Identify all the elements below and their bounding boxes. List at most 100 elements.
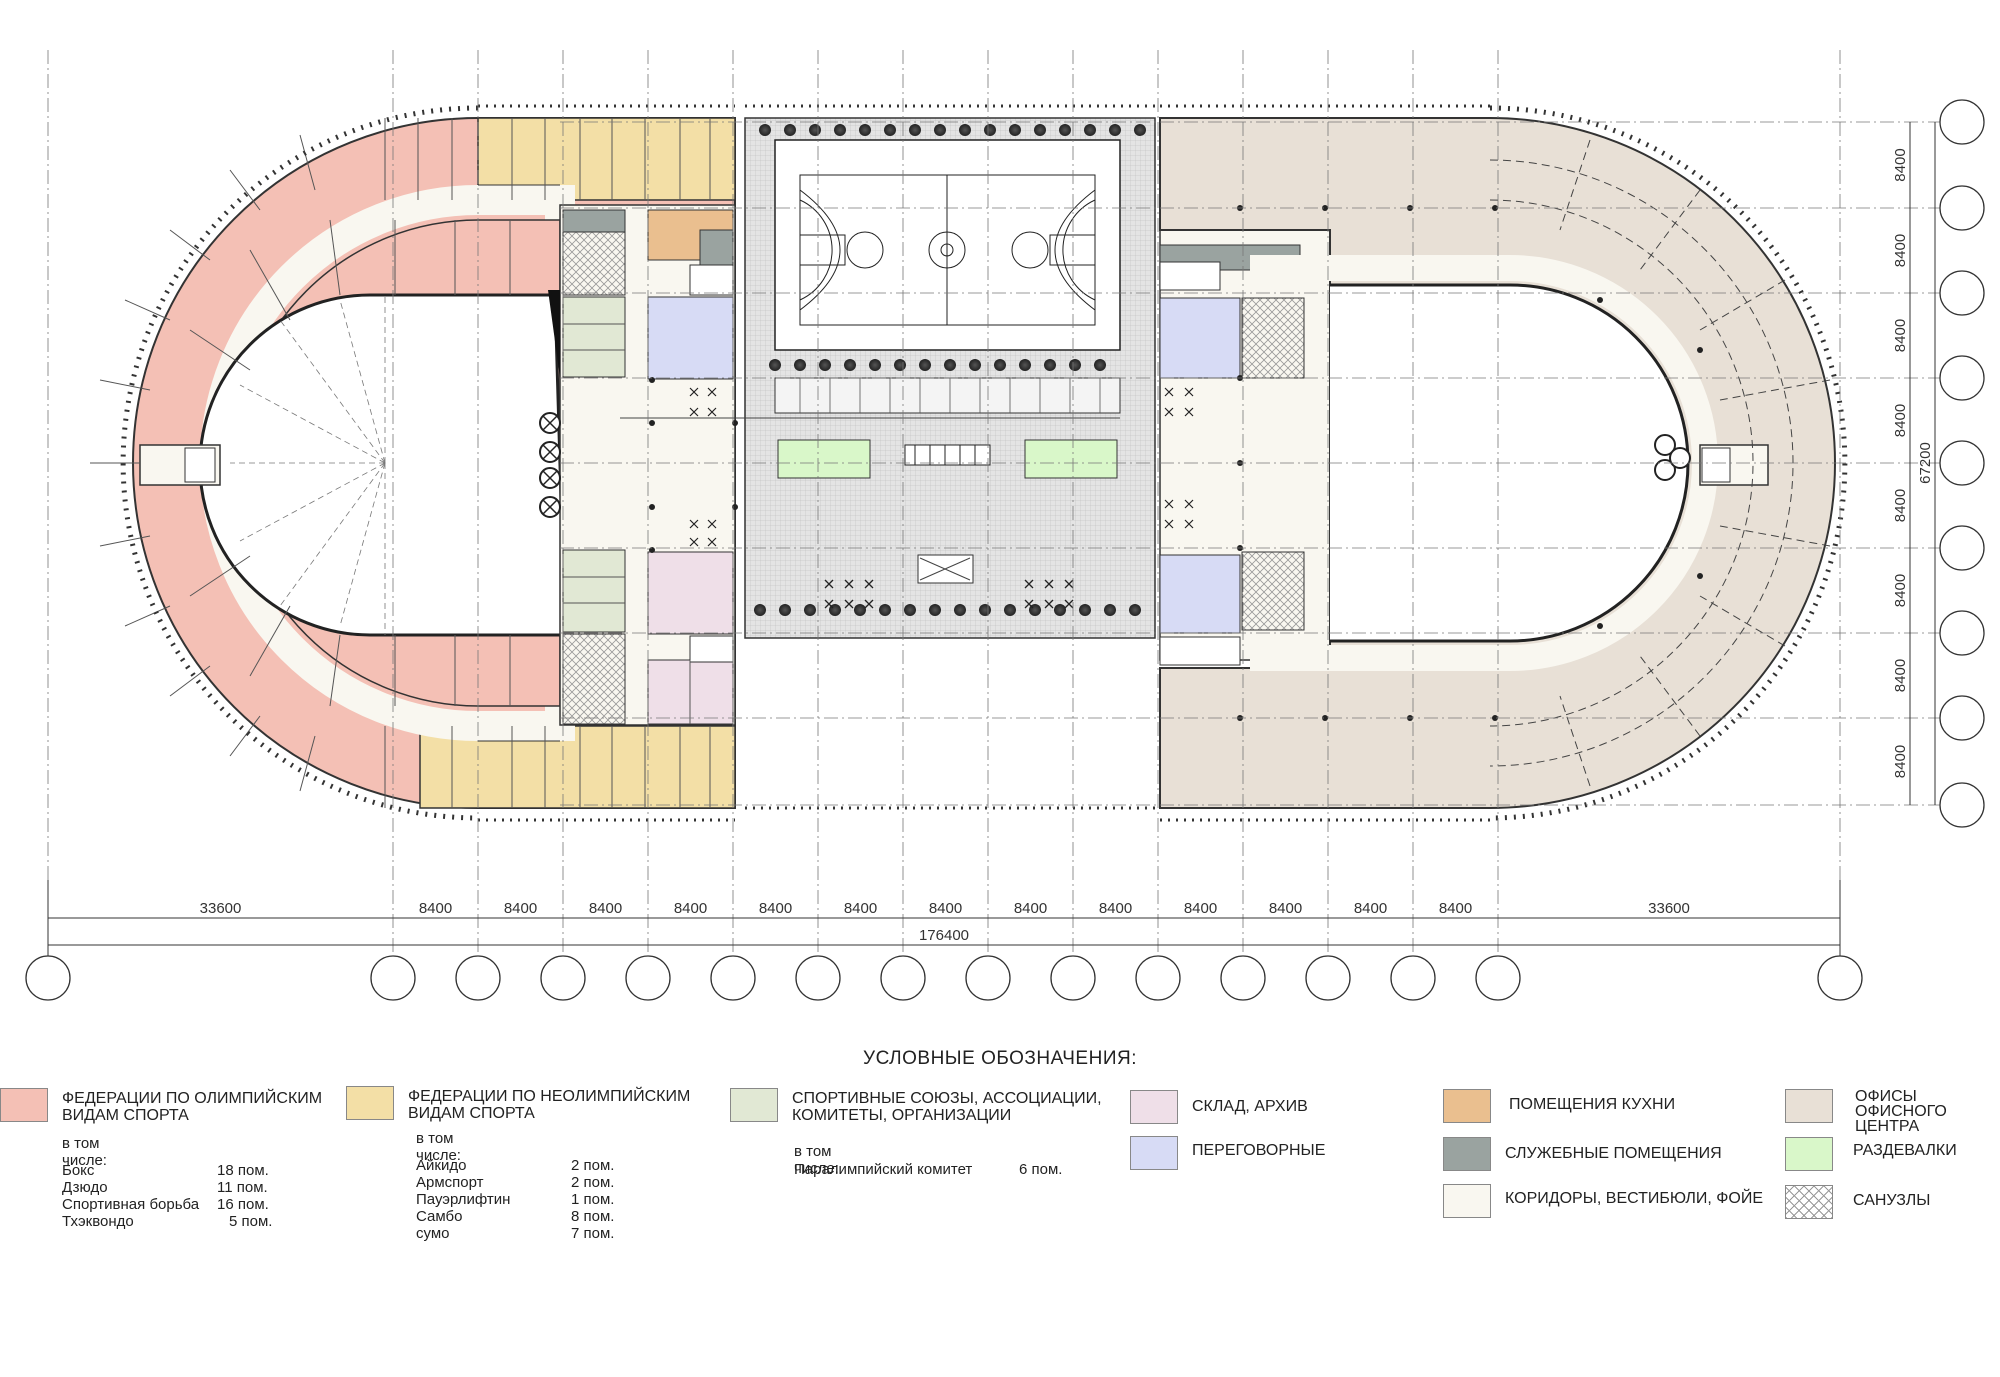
axis-marker-bubble: [1939, 782, 1985, 828]
non-olympic-count: 1 пом.: [571, 1191, 615, 1208]
label-storage: СКЛАД, АРХИВ: [1192, 1098, 1308, 1115]
legend-meeting: ПЕРЕГОВОРНЫЕ: [1130, 1136, 1492, 1170]
swatch-non-olympic: [346, 1086, 394, 1120]
label-locker: РАЗДЕВАЛКИ: [1853, 1142, 1957, 1159]
swatch-meeting: [1130, 1136, 1178, 1170]
legend-locker: РАЗДЕВАЛКИ: [1785, 1137, 1993, 1171]
axis-marker-bubble: [710, 955, 756, 1001]
label-non-olympic: ФЕДЕРАЦИИ ПО НЕОЛИМПИЙСКИМ ВИДАМ СПОРТА: [408, 1088, 691, 1122]
label-kitchen: ПОМЕЩЕНИЯ КУХНИ: [1509, 1096, 1676, 1113]
swatch-kitchen: [1443, 1089, 1491, 1123]
olympic-count: 16 пом.: [217, 1196, 269, 1213]
dimension-label: 8400: [674, 900, 707, 917]
dimension-label: 8400: [419, 900, 452, 917]
legend-storage: СКЛАД, АРХИВ: [1130, 1090, 1492, 1124]
axis-marker-bubble: [540, 955, 586, 1001]
axis-marker-bubble: [1050, 955, 1096, 1001]
non-olympic-count: 2 пом.: [571, 1157, 615, 1174]
olympic-count: 11 пом.: [217, 1179, 268, 1196]
axis-marker-bubble: [25, 955, 71, 1001]
olympic-count: 18 пом.: [217, 1162, 269, 1179]
legend-offices: ОФИСЫ ОФИСНОГО ЦЕНТРА: [1785, 1088, 2000, 1135]
legend-toilet: САНУЗЛЫ: [1785, 1185, 1993, 1219]
non-olympic-subtitle: в том числе:: [416, 1130, 461, 1164]
axis-marker-bubble: [965, 955, 1011, 1001]
unions-count: 6 пом.: [1019, 1161, 1063, 1178]
axis-marker-bubble: [1939, 610, 1985, 656]
non-olympic-name: Армспорт: [416, 1174, 484, 1191]
dimension-label: 8400: [1439, 900, 1472, 917]
non-olympic-count: 7 пом.: [571, 1225, 615, 1242]
dimension-labels: 33600 8400 8400 8400 8400 8400 8400 8400 8400 840…: [200, 148, 1934, 944]
total-width-label: 176400: [919, 927, 969, 944]
axis-marker-bubble: [1135, 955, 1181, 1001]
axis-marker-bubble: [1939, 99, 1985, 145]
dimension-label: 8400: [1354, 900, 1387, 917]
axis-grid: [47, 50, 1940, 955]
legend-service: СЛУЖЕБНЫЕ ПОМЕЩЕНИЯ: [1443, 1137, 1805, 1171]
non-olympic-count: 8 пом.: [571, 1208, 615, 1225]
axis-marker-bubble: [795, 955, 841, 1001]
dimension-label: 8400: [1892, 404, 1909, 437]
axis-marker-bubble: [1939, 270, 1985, 316]
dimension-label: 8400: [1892, 659, 1909, 692]
legend-corridor: КОРИДОРЫ, ВЕСТИБЮЛИ, ФОЙЕ: [1443, 1184, 1805, 1218]
swatch-locker: [1785, 1137, 1833, 1171]
swatch-offices: [1785, 1089, 1833, 1123]
dimension-label: 8400: [844, 900, 877, 917]
dimension-label: 33600: [1648, 900, 1690, 917]
olympic-name: Тхэквондо: [62, 1213, 134, 1230]
label-corridor: КОРИДОРЫ, ВЕСТИБЮЛИ, ФОЙЕ: [1505, 1190, 1764, 1207]
axis-marker-bubble: [1475, 955, 1521, 1001]
dimension-label: 8400: [1184, 900, 1217, 917]
left-courtyard: [198, 293, 567, 637]
axis-marker-bubble: [1939, 355, 1985, 401]
label-unions: СПОРТИВНЫЕ СОЮЗЫ, АССОЦИАЦИИ, КОМИТЕТЫ, …: [792, 1090, 1102, 1124]
axis-marker-bubble: [880, 955, 926, 1001]
swatch-unions: [730, 1088, 778, 1122]
right-core: [1159, 229, 1356, 666]
unions-subtitle: в том числе:: [794, 1143, 839, 1177]
dimension-label: 8400: [929, 900, 962, 917]
label-offices: ОФИСЫ ОФИСНОГО ЦЕНТРА: [1855, 1088, 1947, 1135]
dimension-label: 8400: [1892, 234, 1909, 267]
axis-marker-bubble: [370, 955, 416, 1001]
axis-marker-bubble: [1390, 955, 1436, 1001]
dimension-label: 8400: [1099, 900, 1132, 917]
dimension-lines: [47, 122, 1936, 960]
dimension-label: 8400: [759, 900, 792, 917]
dimension-label: 8400: [1892, 319, 1909, 352]
legend-unions: СПОРТИВНЫЕ СОЮЗЫ, АССОЦИАЦИИ, КОМИТЕТЫ, …: [730, 1088, 1112, 1124]
label-olympic: ФЕДЕРАЦИИ ПО ОЛИМПИЙСКИМ ВИДАМ СПОРТА: [62, 1090, 323, 1124]
non-olympic-name: Айкидо: [416, 1157, 467, 1174]
axis-marker-bubble: [1939, 185, 1985, 231]
axis-marker-bubble: [1939, 440, 1985, 486]
legend-title: УСЛОВНЫЕ ОБОЗНАЧЕНИЯ:: [863, 1048, 1137, 1069]
legend-non-olympic: ФЕДЕРАЦИИ ПО НЕОЛИМПИЙСКИМ ВИДАМ СПОРТА: [346, 1086, 698, 1122]
non-olympic-name: сумо: [416, 1225, 450, 1242]
olympic-subtitle: в том числе:: [62, 1135, 107, 1169]
non-olympic-name: Самбо: [416, 1208, 463, 1225]
swatch-olympic: [0, 1088, 48, 1122]
legend-kitchen: ПОМЕЩЕНИЯ КУХНИ: [1443, 1089, 1809, 1123]
dimension-label: 8400: [589, 900, 622, 917]
label-meeting: ПЕРЕГОВОРНЫЕ: [1192, 1142, 1326, 1159]
dimension-label: 8400: [1892, 148, 1909, 181]
dimension-label: 33600: [200, 900, 242, 917]
olympic-name: Дзюдо: [62, 1179, 108, 1196]
axis-marker-bubble: [1220, 955, 1266, 1001]
axis-marker-bubble: [1817, 955, 1863, 1001]
label-toilet: САНУЗЛЫ: [1853, 1192, 1931, 1209]
axis-marker-bubble: [1305, 955, 1351, 1001]
total-height-label: 67200: [1917, 442, 1934, 484]
swatch-corridor: [1443, 1184, 1491, 1218]
dimension-label: 8400: [1014, 900, 1047, 917]
dimension-label: 8400: [1892, 745, 1909, 778]
dimension-label: 8400: [1892, 574, 1909, 607]
axis-markers: [25, 99, 1985, 1001]
swatch-toilet: [1785, 1185, 1833, 1219]
non-olympic-name: Пауэрлифтин: [416, 1191, 511, 1208]
